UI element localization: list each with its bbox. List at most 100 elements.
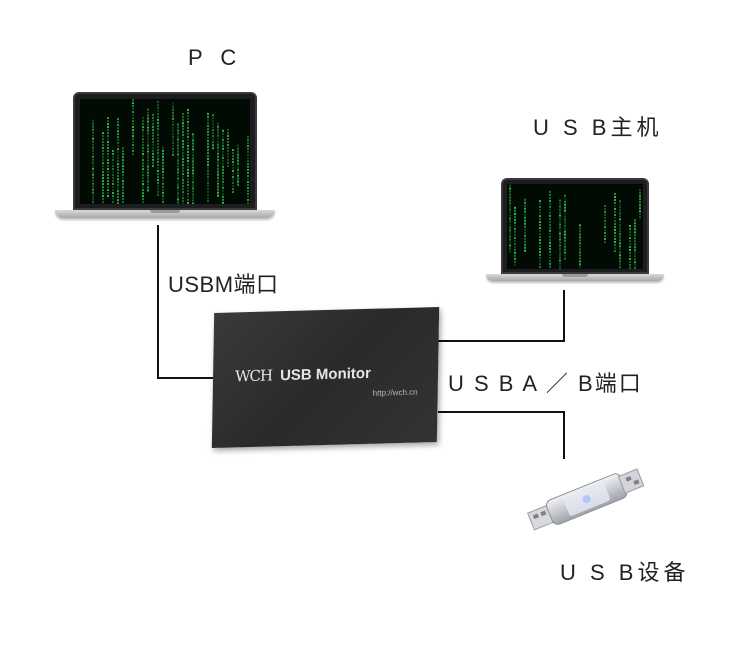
matrix-glyph (102, 180, 104, 183)
matrix-glyph (187, 192, 189, 195)
matrix-glyph (539, 236, 541, 239)
matrix-glyph (514, 242, 516, 245)
matrix-glyph (614, 223, 616, 226)
matrix-glyph (107, 144, 109, 147)
matrix-glyph (579, 236, 581, 239)
matrix-glyph (217, 146, 219, 149)
matrix-glyph (217, 182, 219, 185)
matrix-glyph (232, 188, 234, 191)
matrix-glyph (227, 143, 229, 146)
matrix-glyph (117, 121, 119, 124)
matrix-glyph (187, 198, 189, 201)
matrix-glyph (619, 206, 621, 209)
matrix-glyph (117, 172, 119, 175)
matrix-glyph (157, 172, 159, 175)
matrix-glyph (514, 206, 516, 209)
matrix-glyph (549, 259, 551, 262)
matrix-glyph (147, 183, 149, 186)
matrix-glyph (247, 135, 249, 138)
matrix-glyph (217, 131, 219, 134)
matrix-glyph (187, 165, 189, 168)
device-name: USB Monitor (279, 364, 372, 385)
matrix-glyph (217, 185, 219, 188)
matrix-glyph (212, 147, 214, 150)
matrix-glyph (182, 182, 184, 185)
matrix-glyph (142, 132, 144, 135)
matrix-glyph (112, 188, 114, 191)
matrix-glyph (524, 198, 526, 201)
matrix-glyph (172, 102, 174, 105)
matrix-glyph (539, 266, 541, 269)
matrix-glyph (172, 105, 174, 108)
matrix-glyph (207, 172, 209, 175)
matrix-glyph (192, 184, 194, 187)
matrix-glyph (172, 150, 174, 153)
matrix-glyph (539, 227, 541, 230)
matrix-glyph (147, 132, 149, 135)
matrix-glyph (514, 227, 516, 230)
matrix-glyph (177, 189, 179, 192)
matrix-glyph (207, 121, 209, 124)
matrix-glyph (187, 126, 189, 129)
matrix-glyph (132, 150, 134, 153)
matrix-glyph (92, 143, 94, 146)
matrix-glyph (142, 195, 144, 198)
matrix-glyph (247, 162, 249, 165)
matrix-glyph (112, 155, 114, 158)
matrix-glyph (207, 142, 209, 145)
matrix-glyph (112, 179, 114, 182)
matrix-glyph (207, 154, 209, 157)
matrix-glyph (564, 203, 566, 206)
matrix-glyph (217, 122, 219, 125)
matrix-glyph (564, 236, 566, 239)
matrix-glyph (157, 148, 159, 151)
matrix-glyph (559, 229, 561, 232)
matrix-glyph (564, 212, 566, 215)
matrix-glyph (192, 169, 194, 172)
matrix-glyph (227, 158, 229, 161)
matrix-glyph (614, 214, 616, 217)
matrix-glyph (142, 156, 144, 159)
matrix-glyph (619, 221, 621, 224)
matrix-glyph (142, 141, 144, 144)
matrix-glyph (182, 128, 184, 131)
matrix-glyph (157, 139, 159, 142)
matrix-glyph (132, 153, 134, 156)
matrix-glyph (192, 145, 194, 148)
matrix-glyph (564, 233, 566, 236)
matrix-glyph (157, 187, 159, 190)
matrix-glyph (107, 174, 109, 177)
matrix-glyph (539, 248, 541, 251)
matrix-glyph (222, 159, 224, 162)
usbab-port-label: U S B A ／ B端口 (448, 371, 643, 396)
matrix-glyph (187, 111, 189, 114)
matrix-glyph (177, 135, 179, 138)
matrix-glyph (92, 137, 94, 140)
matrix-glyph (157, 175, 159, 178)
matrix-glyph (232, 164, 234, 167)
matrix-glyph (182, 131, 184, 134)
matrix-glyph (227, 152, 229, 155)
matrix-glyph (619, 254, 621, 257)
matrix-glyph (232, 182, 234, 185)
matrix-glyph (122, 198, 124, 201)
matrix-glyph (564, 209, 566, 212)
matrix-glyph (619, 227, 621, 230)
matrix-glyph (207, 151, 209, 154)
matrix-glyph (152, 125, 154, 128)
matrix-glyph (107, 189, 109, 192)
matrix-glyph (172, 129, 174, 132)
matrix-glyph (157, 145, 159, 148)
matrix-glyph (182, 125, 184, 128)
matrix-glyph (147, 180, 149, 183)
matrix-glyph (187, 132, 189, 135)
matrix-glyph (639, 198, 641, 201)
matrix-glyph (152, 164, 154, 167)
matrix-glyph (92, 155, 94, 158)
matrix-glyph (147, 114, 149, 117)
matrix-glyph (207, 127, 209, 130)
matrix-glyph (549, 208, 551, 211)
matrix-glyph (102, 168, 104, 171)
matrix-glyph (157, 118, 159, 121)
matrix-glyph (117, 130, 119, 133)
